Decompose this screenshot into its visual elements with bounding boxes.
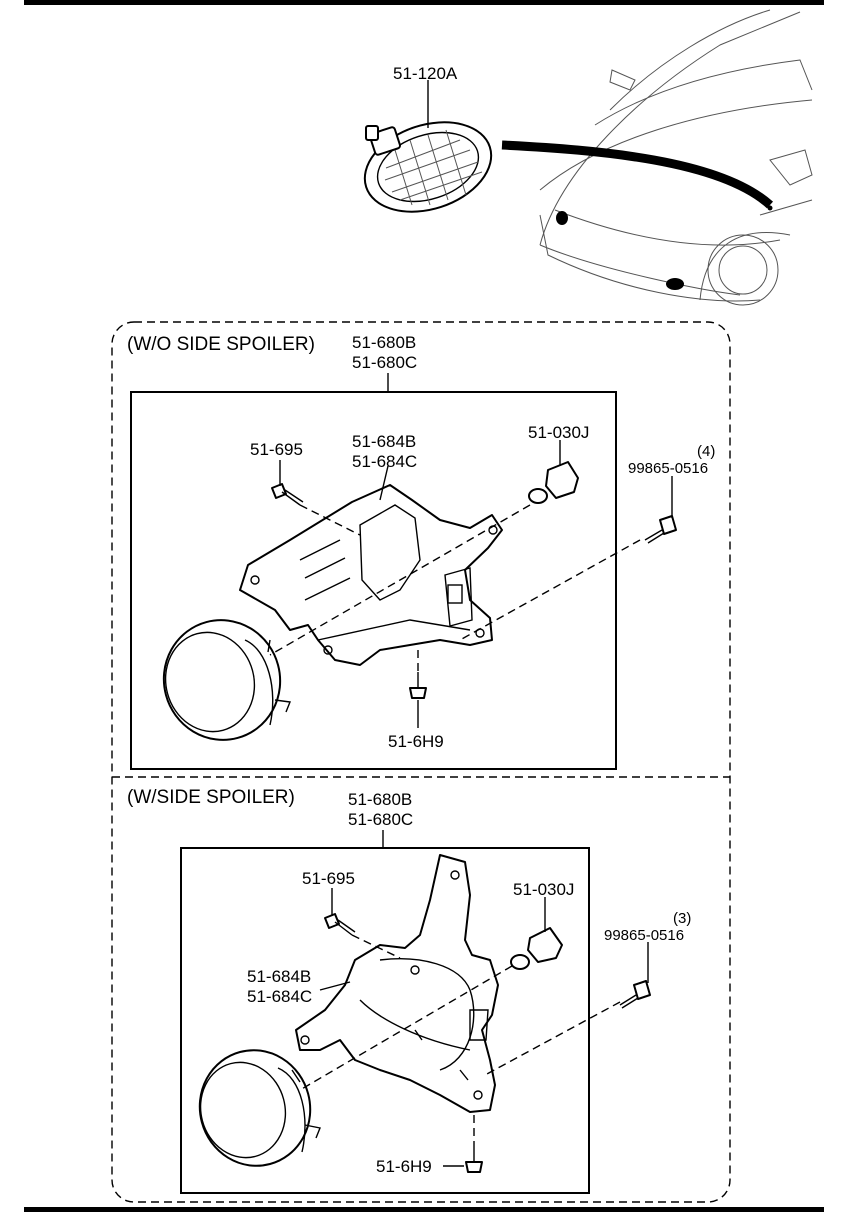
section2-fog-lamp-bracket [295,854,499,1113]
section1-bracket-number-c: 51-684C [352,452,417,471]
car-outline [539,9,813,306]
section2-clip-number: 99865-0516 [604,927,684,944]
section1-assembly-number-c: 51-680C [352,353,417,372]
section2-bulb-number: 51-030J [513,880,574,899]
section1-fog-lamp [162,619,291,741]
section1-clip-quantity: (4) [697,443,715,460]
section1-bulb-51-030j [528,461,579,504]
section2-screw-51-695 [324,913,356,936]
section2-bolt-number: 51-6H9 [376,1157,432,1176]
section2-bracket-number-c: 51-684C [247,987,312,1006]
top-rule [24,0,824,5]
side-marker-lamp [363,121,493,213]
section2-bracket-number-b: 51-684B [247,967,311,986]
section1-fog-lamp-bracket [239,484,503,666]
section1-assembly-number-b: 51-680B [352,333,416,352]
section2-heading: (W/SIDE SPOILER) [127,787,295,808]
section1-assembly-box [130,391,617,770]
section1-bolt-51-6h9 [409,672,427,699]
section1-screw-51-695 [271,483,304,506]
section2-screw-number: 51-695 [302,869,355,888]
section2-bolt-51-6h9 [465,1145,483,1173]
section2-assembly-box [180,847,590,1194]
section1-bolt-number: 51-6H9 [388,732,444,751]
marker-lamp-part-number: 51-120A [393,64,458,83]
section2-assembly-number-c: 51-680C [348,810,413,829]
section1-bracket-number-b: 51-684B [352,432,416,451]
section2-clip-quantity: (3) [673,910,691,927]
bottom-rule [24,1207,824,1212]
section2-fog-lamp [198,1049,321,1167]
section1-heading: (W/O SIDE SPOILER) [127,334,315,355]
section2-assembly-number-b: 51-680B [348,790,412,809]
section1-screw-number: 51-695 [250,440,303,459]
section1-clip-number: 99865-0516 [628,460,708,477]
section1-bulb-number: 51-030J [528,423,589,442]
marker-location-curve [501,140,774,209]
section1-clip-99865-0516 [644,515,677,544]
section2-bulb-51-030j [510,927,563,970]
section-frame-dashed [111,321,731,1203]
section2-clip-99865-0516 [619,980,651,1009]
